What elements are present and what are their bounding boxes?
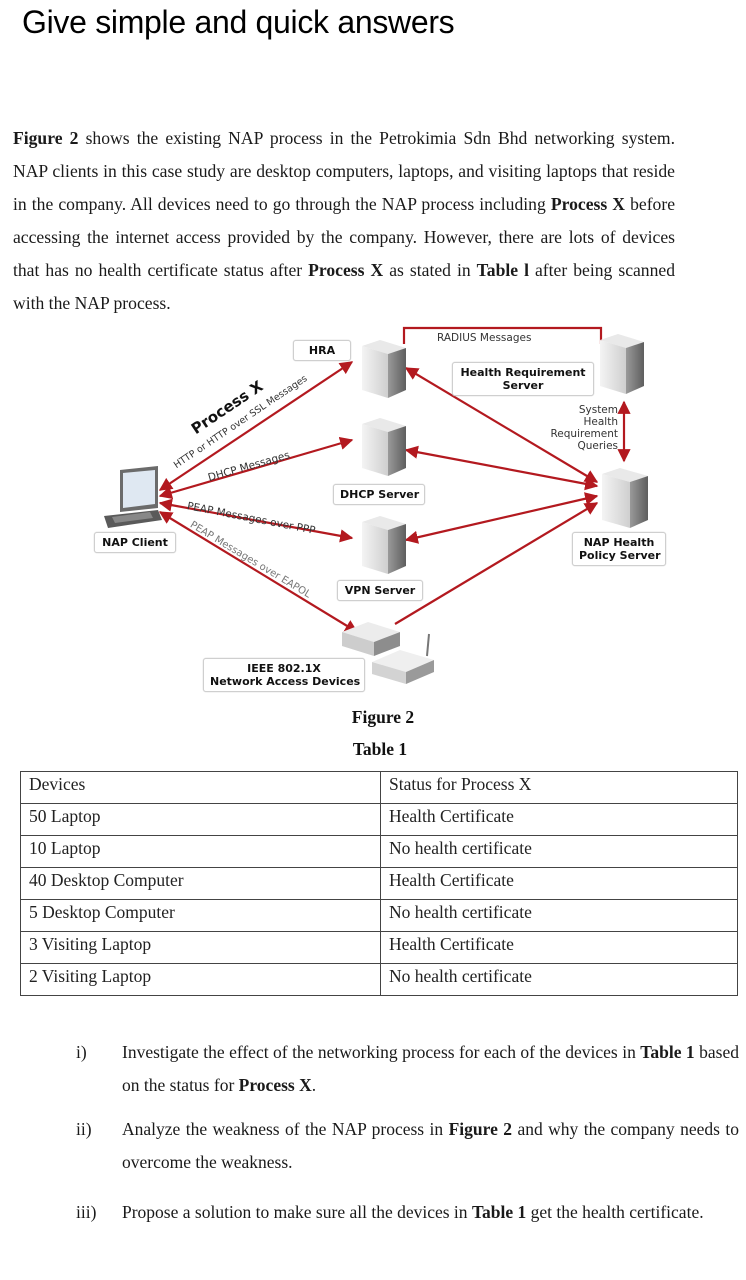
emphasis-text: Figure 2 (448, 1119, 513, 1139)
table-row: 3 Visiting Laptop Health Certificate (20, 931, 738, 964)
nap-health-policy-server-icon (602, 468, 648, 528)
label-line: IEEE 802.1X (247, 662, 321, 675)
label-line: System (578, 404, 618, 416)
vpn-server-label: VPN Server (337, 580, 423, 601)
status-cell: Health Certificate (380, 931, 738, 964)
devices-table: Devices Status for Process X 50 Laptop H… (20, 771, 738, 996)
table-header-row: Devices Status for Process X (20, 771, 738, 804)
figure-caption: Figure 2 (351, 707, 415, 727)
question-text: Investigate the effect of the networking… (122, 1036, 739, 1102)
laptop-icon (104, 466, 162, 528)
header-status: Status for Process X (380, 771, 738, 804)
nap-process-diagram: HRA Health Requirement Server DHCP Serve… (0, 320, 746, 700)
system-health-queries-label: System Health Requirement Queries (542, 404, 618, 452)
label-line: Policy Server (579, 549, 661, 562)
device-cell: 5 Desktop Computer (20, 899, 381, 932)
table-row: 50 Laptop Health Certificate (20, 803, 738, 836)
device-cell: 40 Desktop Computer (20, 867, 381, 900)
label-line: NAP Health (583, 536, 655, 549)
table-caption: Table 1 (352, 739, 408, 759)
emphasis-text: Table l (476, 259, 529, 280)
emphasis-text: Process X (238, 1075, 312, 1095)
status-cell: No health certificate (380, 899, 738, 932)
health-requirement-server-icon (600, 334, 644, 394)
diagram-graphics (104, 326, 648, 684)
emphasis-text: Table 1 (640, 1042, 695, 1062)
body-text: . (311, 1075, 317, 1095)
body-text: shows the existing NAP process in the Pe… (13, 127, 675, 214)
emphasis-text: Process X (550, 193, 625, 214)
table-row: 40 Desktop Computer Health Certificate (20, 867, 738, 900)
emphasis-text: Process X (308, 259, 384, 280)
header-devices: Devices (20, 771, 381, 804)
label-line: Requirement (550, 428, 618, 440)
body-text: based on the status for (122, 1042, 739, 1095)
device-cell: 50 Laptop (20, 803, 381, 836)
device-cell: 3 Visiting Laptop (20, 931, 381, 964)
dhcp-server-icon (362, 418, 406, 476)
arrow-vpn-nhps (404, 492, 599, 544)
table-row: 2 Visiting Laptop No health certificate (20, 963, 738, 996)
label-line: Health Requirement (460, 366, 586, 379)
device-cell: 2 Visiting Laptop (20, 963, 381, 996)
health-requirement-server-label: Health Requirement Server (452, 362, 594, 396)
body-text: before accessing the internet access pro… (13, 193, 676, 280)
table-row: 10 Laptop No health certificate (20, 835, 738, 868)
device-cell: 10 Laptop (20, 835, 381, 868)
label-line: Server (502, 379, 544, 392)
dhcp-server-label: DHCP Server (333, 484, 425, 505)
network-access-devices-icon (342, 622, 434, 684)
emphasis-text: Table 1 (471, 1202, 527, 1222)
hra-server-icon (362, 340, 406, 398)
arrow-dhcp-nhps (404, 445, 599, 491)
page-heading: Give simple and quick answers (22, 4, 455, 40)
body-text: as stated in (383, 259, 477, 280)
arrow-client-ieee (158, 511, 359, 633)
label-line: Health (583, 416, 618, 428)
status-cell: Health Certificate (380, 867, 738, 900)
status-cell: Health Certificate (380, 803, 738, 836)
label-line: Network Access Devices (210, 675, 361, 688)
body-text: Investigate the effect of the networking… (122, 1042, 641, 1062)
nap-client-label: NAP Client (94, 532, 176, 553)
body-text: Analyze the weakness of the NAP process … (122, 1119, 449, 1139)
status-cell: No health certificate (380, 963, 738, 996)
intro-paragraph: Figure 2 shows the existing NAP process … (13, 122, 675, 320)
vpn-server-icon (362, 516, 406, 574)
nap-health-policy-server-label: NAP Health Policy Server (572, 532, 666, 566)
table-row: 5 Desktop Computer No health certificate (20, 899, 738, 932)
arrow-ieee-nhps (394, 502, 599, 625)
body-text: and why the company needs to overcome th… (122, 1119, 739, 1172)
arrow-client-dhcp (158, 436, 354, 500)
question-number: ii) (76, 1119, 92, 1139)
question-number: i) (76, 1042, 87, 1062)
label-line: Queries (577, 440, 618, 452)
hra-label: HRA (293, 340, 351, 361)
emphasis-text: Figure 2 (13, 127, 79, 148)
question-number: iii) (76, 1202, 97, 1222)
body-text: after being scanned with the NAP process… (13, 259, 676, 313)
ieee-devices-label: IEEE 802.1X Network Access Devices (203, 658, 365, 692)
body-text: get the health certificate. (526, 1202, 704, 1222)
radius-messages-label: RADIUS Messages (437, 332, 532, 344)
question-text: Propose a solution to make sure all the … (122, 1196, 739, 1229)
status-cell: No health certificate (380, 835, 738, 868)
question-text: Analyze the weakness of the NAP process … (122, 1113, 739, 1179)
body-text: Propose a solution to make sure all the … (122, 1202, 472, 1222)
radius-bracket (402, 326, 603, 344)
